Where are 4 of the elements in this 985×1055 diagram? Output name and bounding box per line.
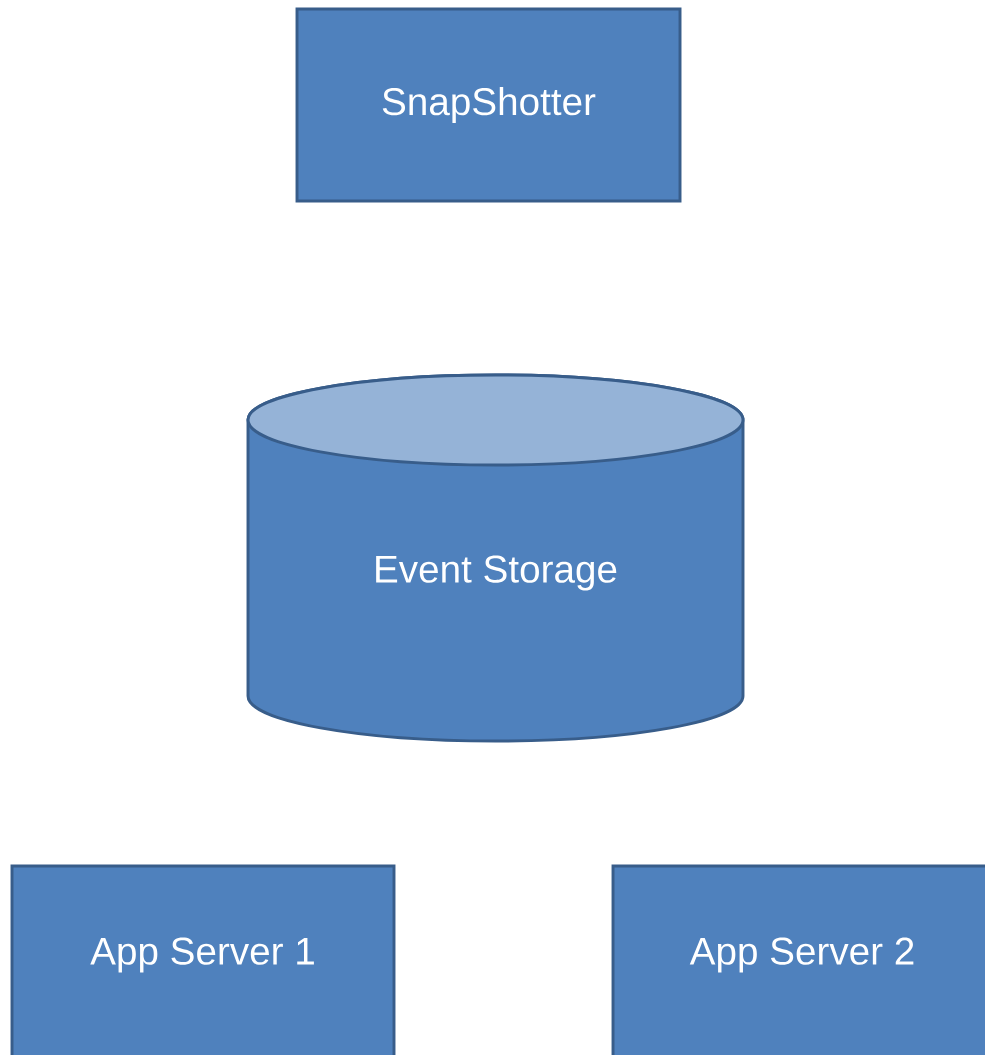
server-box: App Server 2 xyxy=(611,864,985,1055)
process-box: SnapShotter xyxy=(295,7,682,203)
server-box: App Server 1 xyxy=(10,864,396,1055)
storage-cylinder: Event Storage xyxy=(246,373,745,743)
